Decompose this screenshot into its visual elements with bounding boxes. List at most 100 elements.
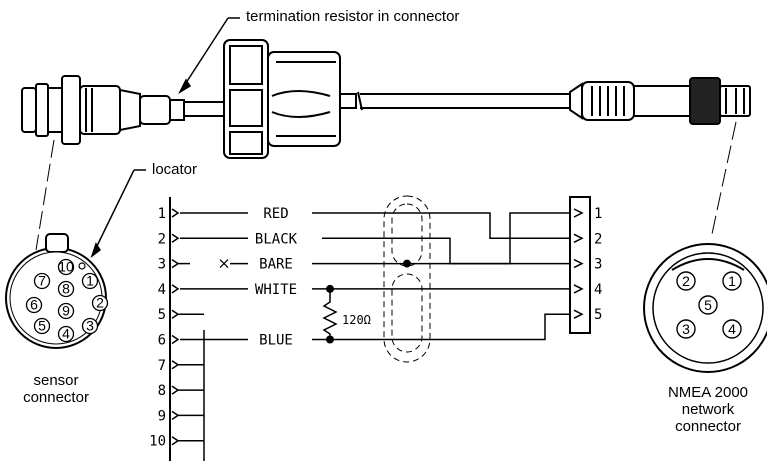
cable-assembly <box>21 39 751 159</box>
left-pin-label: 8 <box>158 383 166 399</box>
wire-label: BLACK <box>255 231 298 247</box>
left-pin-arrow <box>171 385 180 395</box>
sensor-pin <box>33 272 51 290</box>
nmea-pin <box>676 271 696 291</box>
sensor-pin <box>57 280 75 298</box>
nmea-caption-line1: NMEA 2000 <box>667 384 749 401</box>
left-pin-label: 6 <box>158 333 166 349</box>
left-pin-column: 1 2 3 4 5 6 7 8 9 10 <box>149 206 205 461</box>
right-pin-label: 1 <box>594 206 602 222</box>
nmea-plug <box>569 77 751 125</box>
wire-label: BARE <box>259 257 293 273</box>
sensor-pin-label: 4 <box>62 326 70 342</box>
network-cable <box>339 91 570 111</box>
sensor-pin <box>57 258 75 276</box>
left-pin-arrow <box>171 284 180 294</box>
nmea-pin-label: 3 <box>682 321 690 337</box>
sensor-pin <box>81 317 99 335</box>
nmea-pin-label: 1 <box>728 273 736 289</box>
sensor-pin-label: 2 <box>96 295 104 311</box>
left-pin-label: 2 <box>158 231 166 247</box>
resistor-label: 120Ω <box>342 313 371 327</box>
nmea-caption: NMEA 2000 network connector <box>648 384 767 435</box>
wire-label: RED <box>263 206 288 222</box>
left-pin-label: 1 <box>158 206 166 222</box>
wire-path <box>312 212 570 240</box>
sensor-pin <box>81 272 99 290</box>
right-pin-arrow <box>573 284 584 294</box>
sensor-pin-label: 7 <box>38 273 46 289</box>
right-pin-arrow <box>573 309 584 319</box>
locator-callout <box>90 169 146 259</box>
sensor-pin <box>57 325 75 343</box>
nmea-caption-line3: connector <box>675 418 741 435</box>
left-pin-arrow <box>171 436 180 446</box>
leader-lines <box>35 121 737 251</box>
left-pin-arrow <box>171 360 180 370</box>
wire-path <box>322 237 570 265</box>
left-pin-label: 9 <box>158 408 166 424</box>
sensor-pin <box>57 302 75 320</box>
cable-segment-left <box>183 101 225 117</box>
nmea-pin-label: 5 <box>704 297 712 313</box>
left-pin-arrow <box>171 233 180 243</box>
left-pin-label: 7 <box>158 358 166 374</box>
left-pin-label: 4 <box>158 282 166 298</box>
wire-label: BLUE <box>259 333 293 349</box>
locator-label: locator <box>152 161 198 178</box>
sensor-pin-label: 3 <box>86 318 94 334</box>
left-pin-arrow <box>171 410 180 421</box>
right-pin-arrow <box>573 258 584 269</box>
left-pin-arrow <box>171 258 180 269</box>
left-pin-label: 3 <box>158 257 166 273</box>
sensor-pin-label: 9 <box>62 303 70 319</box>
sensor-caption-line2: connector <box>23 389 89 406</box>
right-pin-label: 3 <box>594 257 602 273</box>
sensor-pin-label: 8 <box>62 281 70 297</box>
termination-housing <box>223 39 341 159</box>
left-pin-arrow <box>171 208 180 218</box>
sensor-pin-label: 10 <box>58 259 74 275</box>
resistor-120-ohm <box>322 289 338 341</box>
right-pin-label: 5 <box>594 307 602 323</box>
sensor-pin-label: 5 <box>38 318 46 334</box>
locator-dot <box>78 262 86 270</box>
nmea-pin <box>676 319 696 339</box>
sensor-plug <box>21 75 185 145</box>
sensor-caption: sensor connector <box>6 372 106 406</box>
sensor-pin-label: 6 <box>30 297 38 313</box>
bare-cut-mark <box>219 259 229 269</box>
wire-path <box>312 313 570 341</box>
nmea-pin <box>698 295 718 315</box>
sensor-pin <box>91 294 109 312</box>
left-pin-label: 5 <box>158 307 166 323</box>
nmea-pin <box>722 319 742 339</box>
sensor-pin <box>33 317 51 335</box>
right-pin-arrow <box>573 233 584 243</box>
nmea-pin-group: 2 153 4 <box>676 271 742 339</box>
left-pin-label: 10 <box>149 434 166 450</box>
sensor-caption-line1: sensor <box>33 372 79 389</box>
nmea-caption-line2: network <box>681 401 735 418</box>
wire-label: WHITE <box>255 282 297 298</box>
left-pin-arrow <box>171 334 180 345</box>
nmea-pin-label: 4 <box>728 321 736 337</box>
nmea-pin <box>722 271 742 291</box>
shield <box>383 195 431 363</box>
right-pin-column: 1 2 3 4 5 <box>573 206 602 323</box>
right-pin-arrow <box>573 208 584 218</box>
shield-junction <box>403 259 411 268</box>
right-pin-label: 4 <box>594 282 602 298</box>
nmea-pin-label: 2 <box>682 273 690 289</box>
resistor-junction <box>326 284 334 293</box>
wire-group: RED BLACK BARE WHITE BLUE <box>178 206 570 349</box>
termination-callout <box>178 17 240 94</box>
sensor-pin <box>25 296 43 314</box>
termination-label: termination resistor in connector <box>246 8 460 25</box>
sensor-pin-label: 1 <box>86 273 94 289</box>
right-pin-label: 2 <box>594 231 602 247</box>
